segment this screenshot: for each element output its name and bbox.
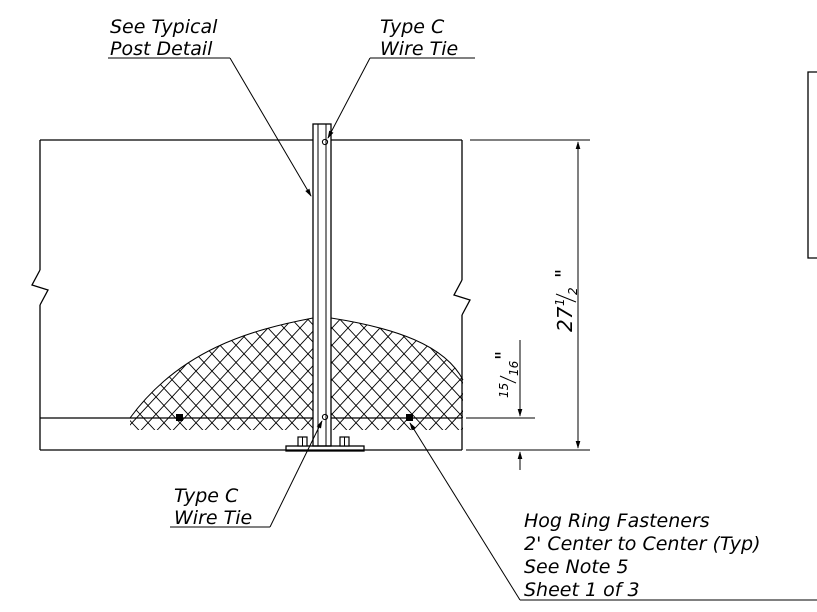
wire-tie-bottom-callout: Type C Wire Tie (174, 485, 252, 529)
hog-ring-callout: Hog Ring Fasteners 2' Center to Center (… (524, 510, 761, 601)
leader-lines (108, 57, 817, 601)
offset-dimension-label: 15 16 " (491, 351, 521, 398)
dimension-lines (466, 139, 590, 470)
post-detail-callout: See Typical Post Detail (110, 16, 218, 60)
svg-text:Hog Ring Fasteners: Hog Ring Fasteners (524, 510, 710, 532)
height-dimension-label: 27 1 2 " (551, 269, 580, 332)
svg-text:Wire Tie: Wire Tie (174, 507, 252, 529)
svg-text:See Note 5: See Note 5 (524, 556, 629, 578)
svg-text:1: 1 (553, 298, 567, 306)
svg-text:27: 27 (553, 306, 577, 332)
svg-text:": " (551, 269, 575, 278)
svg-text:2' Center to Center (Typ): 2' Center to Center (Typ) (524, 533, 761, 555)
post (285, 123, 365, 452)
svg-text:": " (491, 351, 515, 360)
anchor-bolt-right (339, 436, 350, 447)
svg-text:Type C: Type C (174, 485, 239, 507)
svg-text:Type C: Type C (380, 16, 445, 38)
svg-text:Sheet 1 of 3: Sheet 1 of 3 (524, 579, 640, 601)
svg-text:Post Detail: Post Detail (110, 38, 213, 60)
svg-text:Wire Tie: Wire Tie (380, 38, 458, 60)
svg-text:2: 2 (566, 287, 580, 295)
anchor-bolt-left (297, 436, 308, 447)
mesh-outline (129, 317, 464, 419)
adjacent-detail-frame (807, 71, 817, 259)
svg-text:See Typical: See Typical (110, 16, 218, 38)
wire-tie-top-callout: Type C Wire Tie (380, 16, 458, 60)
svg-text:15: 15 (497, 383, 511, 398)
svg-text:16: 16 (507, 360, 521, 376)
hog-ring-fasteners (176, 414, 413, 421)
fence-outline (31, 139, 471, 451)
